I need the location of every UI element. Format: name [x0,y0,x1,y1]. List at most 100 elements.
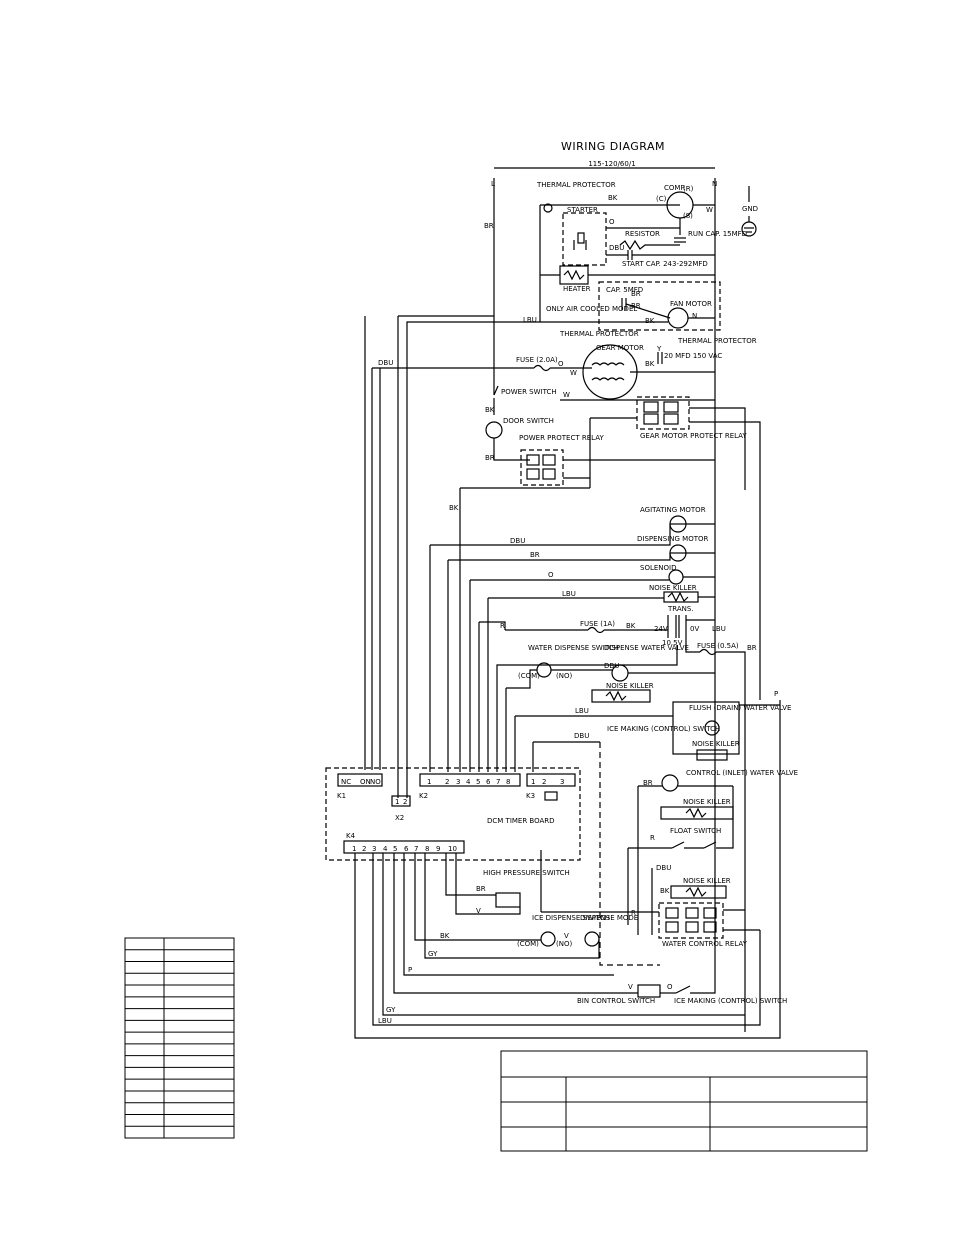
thermal-protector-top: THERMAL PROTECTOR [536,181,616,213]
svg-text:TRANS.: TRANS. [667,605,694,613]
svg-text:BK: BK [485,406,495,414]
svg-text:POWER SWITCH: POWER SWITCH [501,388,557,396]
svg-text:8: 8 [425,845,429,853]
svg-text:3: 3 [560,778,564,786]
svg-text:BIN CONTROL SWITCH: BIN CONTROL SWITCH [577,997,655,1005]
noise-killer-4: NOISE KILLER [660,798,734,820]
svg-text:HIGH PRESSURE SWITCH: HIGH PRESSURE SWITCH [483,869,570,877]
wire-label-w-2: W [563,391,570,399]
svg-text:GEAR MOTOR: GEAR MOTOR [596,344,644,352]
svg-text:24V: 24V [654,625,668,633]
svg-text:DOOR SWITCH: DOOR SWITCH [503,417,554,425]
svg-text:10.5V: 10.5V [662,639,683,647]
wire-label-lbu-4: LBU [378,1017,392,1025]
svg-text:WATER CONTROL RELAY: WATER CONTROL RELAY [662,940,748,948]
wire-label-o-2: O [548,571,554,579]
svg-text:6: 6 [486,778,491,786]
start-capacitor: START CAP. 243-292MFD [606,250,715,268]
wire-label-gy-1: GY [428,950,438,958]
flush-drain-valve: FLUSH (DRAIN) WATER VALVE NOISE KILLER [672,701,791,761]
svg-text:8: 8 [506,778,510,786]
wire-label-bk-5: BK [440,932,450,940]
wire-label-br-4: BR [747,644,757,652]
svg-text:1: 1 [427,778,431,786]
revision-table [500,1050,868,1152]
svg-text:W: W [570,369,577,377]
svg-text:3: 3 [372,845,376,853]
svg-text:GEAR MOTOR PROTECT RELAY: GEAR MOTOR PROTECT RELAY [640,432,747,440]
svg-text:(COM): (COM) [517,940,539,948]
transformer: TRANS. 24V 0V 10.5V [654,605,699,647]
svg-text:(COM): (COM) [518,672,540,680]
svg-text:R: R [650,834,655,842]
svg-text:NOISE KILLER: NOISE KILLER [683,877,731,885]
wire-label-v-1: V [628,983,633,991]
svg-text:SOLENOID: SOLENOID [640,564,676,572]
svg-text:6: 6 [404,845,409,853]
wire-label-o-3: O [667,983,673,991]
svg-text:RUN CAP. 15MFD: RUN CAP. 15MFD [688,230,747,238]
svg-text:AGITATING MOTOR: AGITATING MOTOR [640,506,706,514]
wire-label-w-1: W [706,206,713,214]
svg-text:THERMAL PROTECTOR: THERMAL PROTECTOR [559,330,639,338]
svg-text:1: 1 [352,845,356,853]
svg-text:Y: Y [656,345,662,353]
svg-text:ICE MAKING (CONTROL) SWITCH: ICE MAKING (CONTROL) SWITCH [607,725,720,733]
svg-text:K3: K3 [526,792,535,800]
svg-text:9: 9 [436,845,440,853]
fan-n-label: N [692,312,697,320]
starter: STARTER [562,206,607,266]
svg-text:ONLY AIR COOLED MODEL: ONLY AIR COOLED MODEL [546,305,637,313]
noise-killer-2: NOISE KILLER [591,682,654,703]
wire-label-r-1: R [500,622,505,630]
svg-text:FUSE (0.5A): FUSE (0.5A) [697,642,739,650]
noise-killer-1: NOISE KILLER [649,584,699,603]
wire-label-o-1: O [609,218,615,226]
wire-label-bk-1: BK [608,194,618,202]
noise-killer-5: NOISE KILLER [670,877,731,899]
svg-text:BK: BK [645,317,655,325]
svg-text:K4: K4 [346,832,356,840]
svg-text:ICE MAKING (CONTROL) SWITCH: ICE MAKING (CONTROL) SWITCH [674,997,787,1005]
ice-making-switch-top: ICE MAKING (CONTROL) SWITCH DBU [574,725,720,740]
svg-text:ON: ON [360,778,371,786]
wire-label-lbu-1: LBU [562,590,576,598]
svg-text:START CAP. 243-292MFD: START CAP. 243-292MFD [622,260,708,268]
svg-text:7: 7 [414,845,418,853]
bin-control-switch: BIN CONTROL SWITCH [577,984,661,1005]
wire-label-p-1: P [774,690,778,698]
svg-text:WATER DISPENSE SWITCH: WATER DISPENSE SWITCH [528,644,619,652]
svg-text:CONTROL (INLET) WATER VALVE: CONTROL (INLET) WATER VALVE [686,769,798,777]
svg-text:2: 2 [542,778,546,786]
dispense-water-valve: DISPENSE WATER VALVE DBU [604,644,689,682]
svg-text:0V: 0V [690,625,699,633]
svg-text:V: V [476,907,481,915]
float-switch: FLOAT SWITCH R [650,827,721,849]
svg-text:DISPENSE MODE: DISPENSE MODE [580,914,638,922]
wire-label-dbu-1: DBU [609,244,624,252]
ice-making-dashed-link [599,742,660,966]
wire-label-bk-4: BK [660,887,670,895]
fuse-05a: FUSE (0.5A) [697,642,739,656]
svg-text:5: 5 [393,845,397,853]
svg-text:FAN MOTOR: FAN MOTOR [670,300,712,308]
fan-motor-group: CAP. 5MFD BR BR FAN MOTOR BK ONLY AIR CO… [523,281,721,331]
run-capacitor: RUN CAP. 15MFD [674,218,747,243]
high-pressure-switch: HIGH PRESSURE SWITCH BR V [476,869,570,915]
fuse-2a: FUSE (2.0A) [516,356,558,372]
gear-motor-protect-relay: GEAR MOTOR PROTECT RELAY [636,396,747,440]
svg-text:7: 7 [496,778,500,786]
wire-label-lbu-3: LBU [575,707,589,715]
gear-motor: GEAR MOTOR THERMAL PROTECTOR THERMAL PRO… [558,330,757,400]
svg-text:FLUSH (DRAIN) WATER VALVE: FLUSH (DRAIN) WATER VALVE [689,704,791,712]
svg-text:THERMAL PROTECTOR: THERMAL PROTECTOR [536,181,616,189]
svg-text:X2: X2 [395,814,404,822]
svg-text:NOISE KILLER: NOISE KILLER [692,740,740,748]
solenoid: SOLENOID [640,564,684,585]
svg-text:POWER PROTECT RELAY: POWER PROTECT RELAY [519,434,604,442]
water-control-relay: WATER CONTROL RELAY [658,902,748,948]
dcm-timer-board: DCM TIMER BOARD K1 NC ON NO 1 2 X2 K2 1 … [325,767,581,861]
svg-text:FLOAT SWITCH: FLOAT SWITCH [670,827,721,835]
resistor: RESISTOR [619,230,680,251]
dispensing-motor: DISPENSING MOTOR [637,535,709,562]
